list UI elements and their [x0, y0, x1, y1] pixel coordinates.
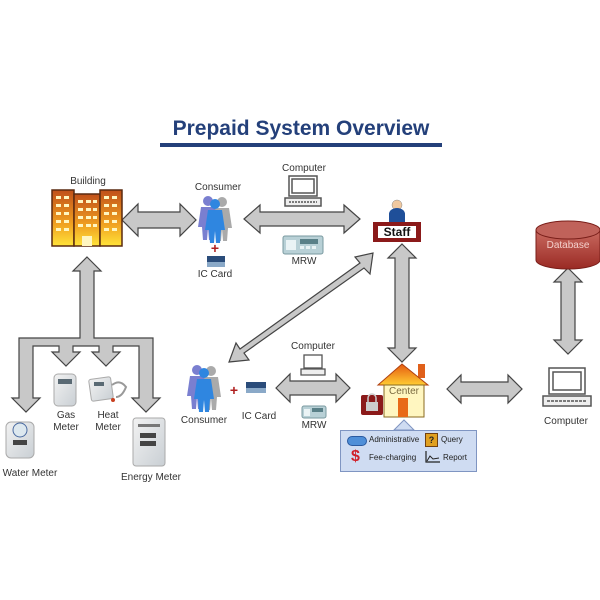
heat-meter-label-line2: Meter: [95, 422, 121, 433]
energy-meter-icon: [132, 417, 166, 467]
computer-right-label: Computer: [544, 416, 588, 427]
diagram-title: Prepaid System Overview: [172, 117, 430, 140]
mrw-top-label: MRW: [291, 256, 317, 267]
computer-bottom-label: Computer: [291, 341, 335, 352]
water-meter-icon: [5, 421, 35, 459]
title-underline: [160, 143, 442, 147]
function-administrative: Administrative: [369, 435, 420, 444]
computer-top-label: Computer: [282, 163, 326, 174]
gas-meter-label-line2: Meter: [53, 422, 79, 433]
arrow-database-computer: [552, 267, 584, 355]
computer-icon-right: [542, 367, 592, 407]
ic-card-icon-top: [207, 256, 225, 267]
staff-icon: [373, 199, 421, 242]
chart-icon: [425, 451, 440, 463]
heat-meter-label: Heat Meter: [90, 410, 126, 434]
function-query: Query: [441, 435, 463, 444]
function-fee-charging: Fee-charging: [369, 453, 417, 462]
consumer-bottom-label: Consumer: [180, 415, 228, 426]
computer-icon-bottom: [300, 354, 326, 376]
heat-meter-label-line1: Heat: [97, 410, 119, 421]
energy-meter-label: Energy Meter: [120, 472, 182, 483]
heat-meter-icon: [88, 376, 128, 402]
mrw-icon-bottom: [301, 405, 327, 419]
plus-icon-bottom: +: [230, 382, 238, 398]
ic-card-top-label: IC Card: [197, 269, 233, 280]
arrow-consumer-staff: [243, 203, 361, 235]
consumer-group-icon-top: [198, 196, 232, 243]
ic-card-bottom-label: IC Card: [241, 411, 277, 422]
center-label: Center: [388, 386, 419, 397]
arrow-building-consumer: [121, 202, 197, 238]
gas-meter-label-line1: Gas: [56, 410, 76, 421]
lock-icon: [361, 393, 383, 415]
legend-pointer: [392, 419, 416, 431]
arrow-staff-center: [386, 243, 418, 363]
gas-meter-icon: [53, 373, 77, 407]
mrw-icon-top: [282, 235, 324, 255]
plus-icon-top: +: [211, 240, 219, 256]
ic-card-icon-bottom: [246, 382, 266, 393]
center-house-icon: [376, 363, 430, 418]
consumer-group-icon-bottom: [187, 365, 221, 412]
building-icon: [51, 189, 123, 247]
gas-meter-label: Gas Meter: [48, 410, 84, 434]
database-label: Database: [546, 240, 590, 251]
database-icon: [535, 220, 600, 270]
arrow-staff-consumer-bottom: [228, 252, 374, 363]
building-label: Building: [70, 176, 106, 187]
admin-icon: [347, 436, 367, 446]
computer-icon-top: [284, 175, 322, 207]
staff-label: Staff: [383, 225, 411, 239]
dollar-icon: $: [351, 448, 360, 465]
consumer-top-label: Consumer: [194, 182, 242, 193]
arrow-center-computer: [446, 373, 523, 405]
question-icon: ?: [425, 433, 438, 447]
water-meter-label: Water Meter: [2, 468, 58, 479]
mrw-bottom-label: MRW: [301, 420, 327, 431]
center-functions-panel: Administrative ? Query $ Fee-charging Re…: [340, 430, 477, 472]
arrow-consumer-center: [275, 372, 351, 404]
function-report: Report: [443, 453, 468, 462]
arrow-building-meters: [10, 256, 162, 413]
